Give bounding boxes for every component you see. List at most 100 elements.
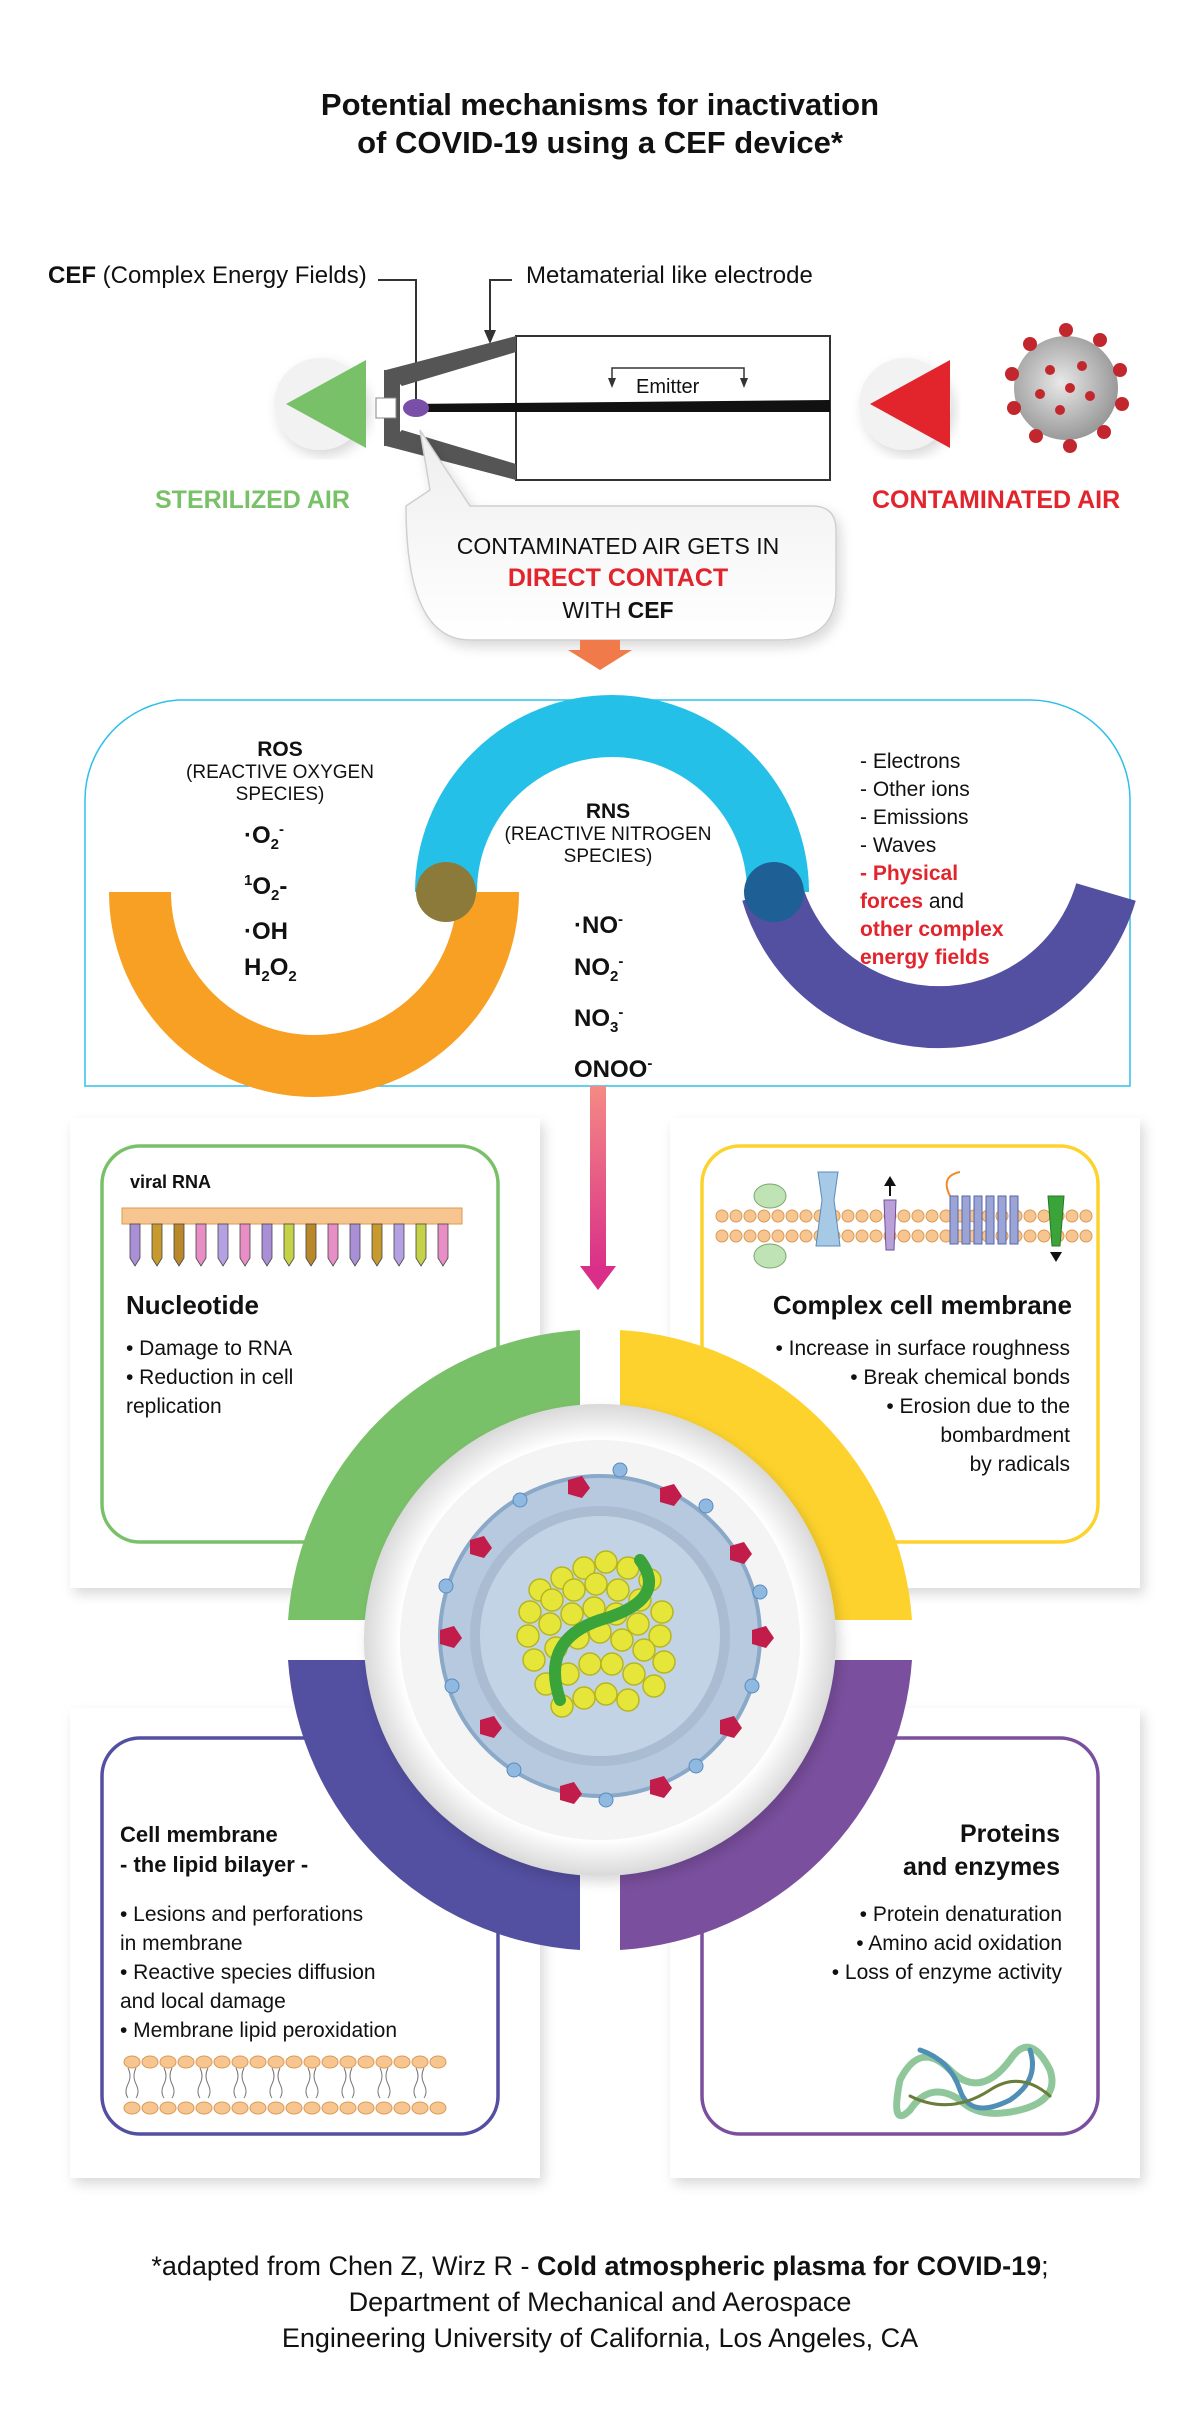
rns-subtitle-1: (REACTIVE NITROGEN [504,824,712,845]
cef-plasma-dot [403,399,429,417]
ros-formulas: ·O2- 1O2- ·OH H2O2 [244,812,297,994]
physical-line2: forces and [860,888,1004,916]
physical-line2-bold: forces [860,890,924,913]
lipid-bullet-3: • Reactive species diffusion [120,1961,376,1984]
cell-membrane-illustration [715,1171,1093,1269]
arc-join-left [416,862,476,922]
other-item-emissions: - Emissions [860,806,969,829]
proteins-bullet-2: • Amino acid oxidation [856,1932,1062,1955]
lipid-bullet-1: • Lesions and perforations [120,1903,364,1926]
lipid-bullet-4: and local damage [120,1990,286,2013]
membrane-title: Complex cell membrane [772,1290,1072,1320]
other-item-electrons: - Electrons [860,750,961,773]
ros-formula-peroxide: H2O2 [244,953,297,985]
credit-line1-pre: *adapted from Chen Z, Wirz R - [151,2251,537,2281]
cef-label: CEF (Complex Energy Fields) [48,262,367,290]
emitter-rod [408,400,830,412]
credit-line2: Department of Mechanical and Aerospace [348,2287,852,2317]
electrode-upper [386,336,516,386]
callout-line3-bold: CEF [627,597,674,623]
rns-block: RNS (REACTIVE NITROGEN SPECIES) [478,800,738,868]
callout-line3-pre: WITH [562,597,628,623]
proteins-bullet-1: • Protein denaturation [859,1903,1062,1926]
rns-formula-no: ·NO- [574,911,623,939]
nucleotide-bullets: • Damage to RNA • Reduction in cell repl… [126,1334,293,1421]
arc-join-right [744,862,804,922]
ros-formula-superoxide: ·O2- [244,821,285,853]
physical-line3: other complex [860,918,1004,941]
rns-title: RNS [585,800,631,823]
rns-subtitle-2: SPECIES) [563,846,653,867]
credit-line3: Engineering University of California, Lo… [281,2323,919,2353]
proteins-bullet-3: • Loss of enzyme activity [831,1961,1062,1984]
callout-arrow [568,640,632,670]
lipid-bilayer-illustration [123,2055,447,2115]
lipid-bullets: • Lesions and perforations in membrane •… [120,1900,397,2045]
other-energies-list: - Electrons - Other ions - Emissions - W… [860,748,1004,972]
viral-rna-illustration [121,1207,463,1267]
lipid-title-line1: Cell membrane [120,1822,278,1847]
physical-line2-rest: and [923,890,964,913]
proteins-title: Proteins and enzymes [702,1818,1060,1884]
nucleotide-bullet-1: • Damage to RNA [126,1337,293,1360]
coronavirus-icon [1005,323,1129,453]
membrane-bullet-2: • Break chemical bonds [850,1366,1070,1389]
species-outline [84,699,1131,1087]
proteins-title-line2: and enzymes [902,1853,1060,1881]
nucleotide-title: Nucleotide [126,1290,259,1320]
ros-subtitle: (REACTIVE OXYGEN SPECIES) [186,762,374,805]
rns-formula-no2: NO2- [574,953,624,985]
sterilized-arrow-icon [286,360,366,448]
emitter-tick-left [608,378,616,388]
virion-illustration [364,1404,836,1876]
ros-arc [109,891,519,1097]
nucleotide-bullet-3: replication [126,1395,222,1418]
electrode-lower [386,430,516,480]
electrode-leader-line [489,279,512,340]
contaminated-air-label: CONTAMINATED AIR [872,486,1121,514]
membrane-bullet-1: • Increase in surface roughness [775,1337,1070,1360]
rns-formulas: ·NO- NO2- NO3- ONOO- [574,902,652,1088]
credit-line1: *adapted from Chen Z, Wirz R - Cold atmo… [0,2248,1200,2284]
callout-line1: CONTAMINATED AIR GETS IN [456,533,780,559]
protein-illustration [893,2043,1056,2120]
device-intake [375,397,397,419]
proteins-title-line1: Proteins [959,1820,1060,1848]
ros-formula-singlet-oxygen: 1O2- [244,871,288,904]
callout-bubble [405,429,837,641]
lipid-bullet-5: • Membrane lipid peroxidation [120,2019,397,2042]
rns-arc [415,695,809,893]
cef-label-rest: (Complex Energy Fields) [96,262,367,289]
other-item-ions: - Other ions [860,778,970,801]
electrode-label: Metamaterial like electrode [526,262,813,289]
electrode-arrow-head [484,330,496,344]
physical-line1: - Physical [860,862,959,885]
membrane-bullet-5: by radicals [969,1453,1070,1476]
ros-title: ROS [257,738,303,761]
cef-label-bold: CEF [48,262,96,289]
contaminated-arrow-icon [870,360,950,448]
sterilized-air-label: STERILIZED AIR [155,486,350,514]
ros-formula-hydroxyl: ·OH [244,917,288,945]
page-title: Potential mechanisms for inactivation of… [0,86,1200,162]
source-credit: *adapted from Chen Z, Wirz R - Cold atmo… [0,2248,1200,2356]
flow-arrow-head [580,1266,616,1290]
nucleotide-bullet-2: • Reduction in cell [126,1366,294,1389]
emitter-label: Emitter [636,376,700,398]
page-title-line1: Potential mechanisms for inactivation [320,87,880,122]
flow-arrow-shaft [590,1086,606,1270]
rns-formula-onoo: ONOO- [574,1054,653,1083]
emitter-tick-right [740,378,748,388]
proteins-bullets: • Protein denaturation • Amino acid oxid… [702,1900,1062,1987]
other-arc [742,882,1136,1049]
page-title-line2: of COVID-19 using a CEF device* [357,125,843,160]
callout-line2: DIRECT CONTACT [507,564,729,592]
device-section [274,279,1129,670]
physical-line4: energy fields [860,946,990,969]
lipid-bullet-2: in membrane [120,1932,243,1955]
ros-block: ROS (REACTIVE OXYGEN SPECIES) [140,738,420,806]
viral-rna-label: viral RNA [130,1172,212,1192]
lipid-title-line2: - the lipid bilayer - [120,1852,309,1877]
membrane-bullet-4: bombardment [940,1424,1070,1447]
